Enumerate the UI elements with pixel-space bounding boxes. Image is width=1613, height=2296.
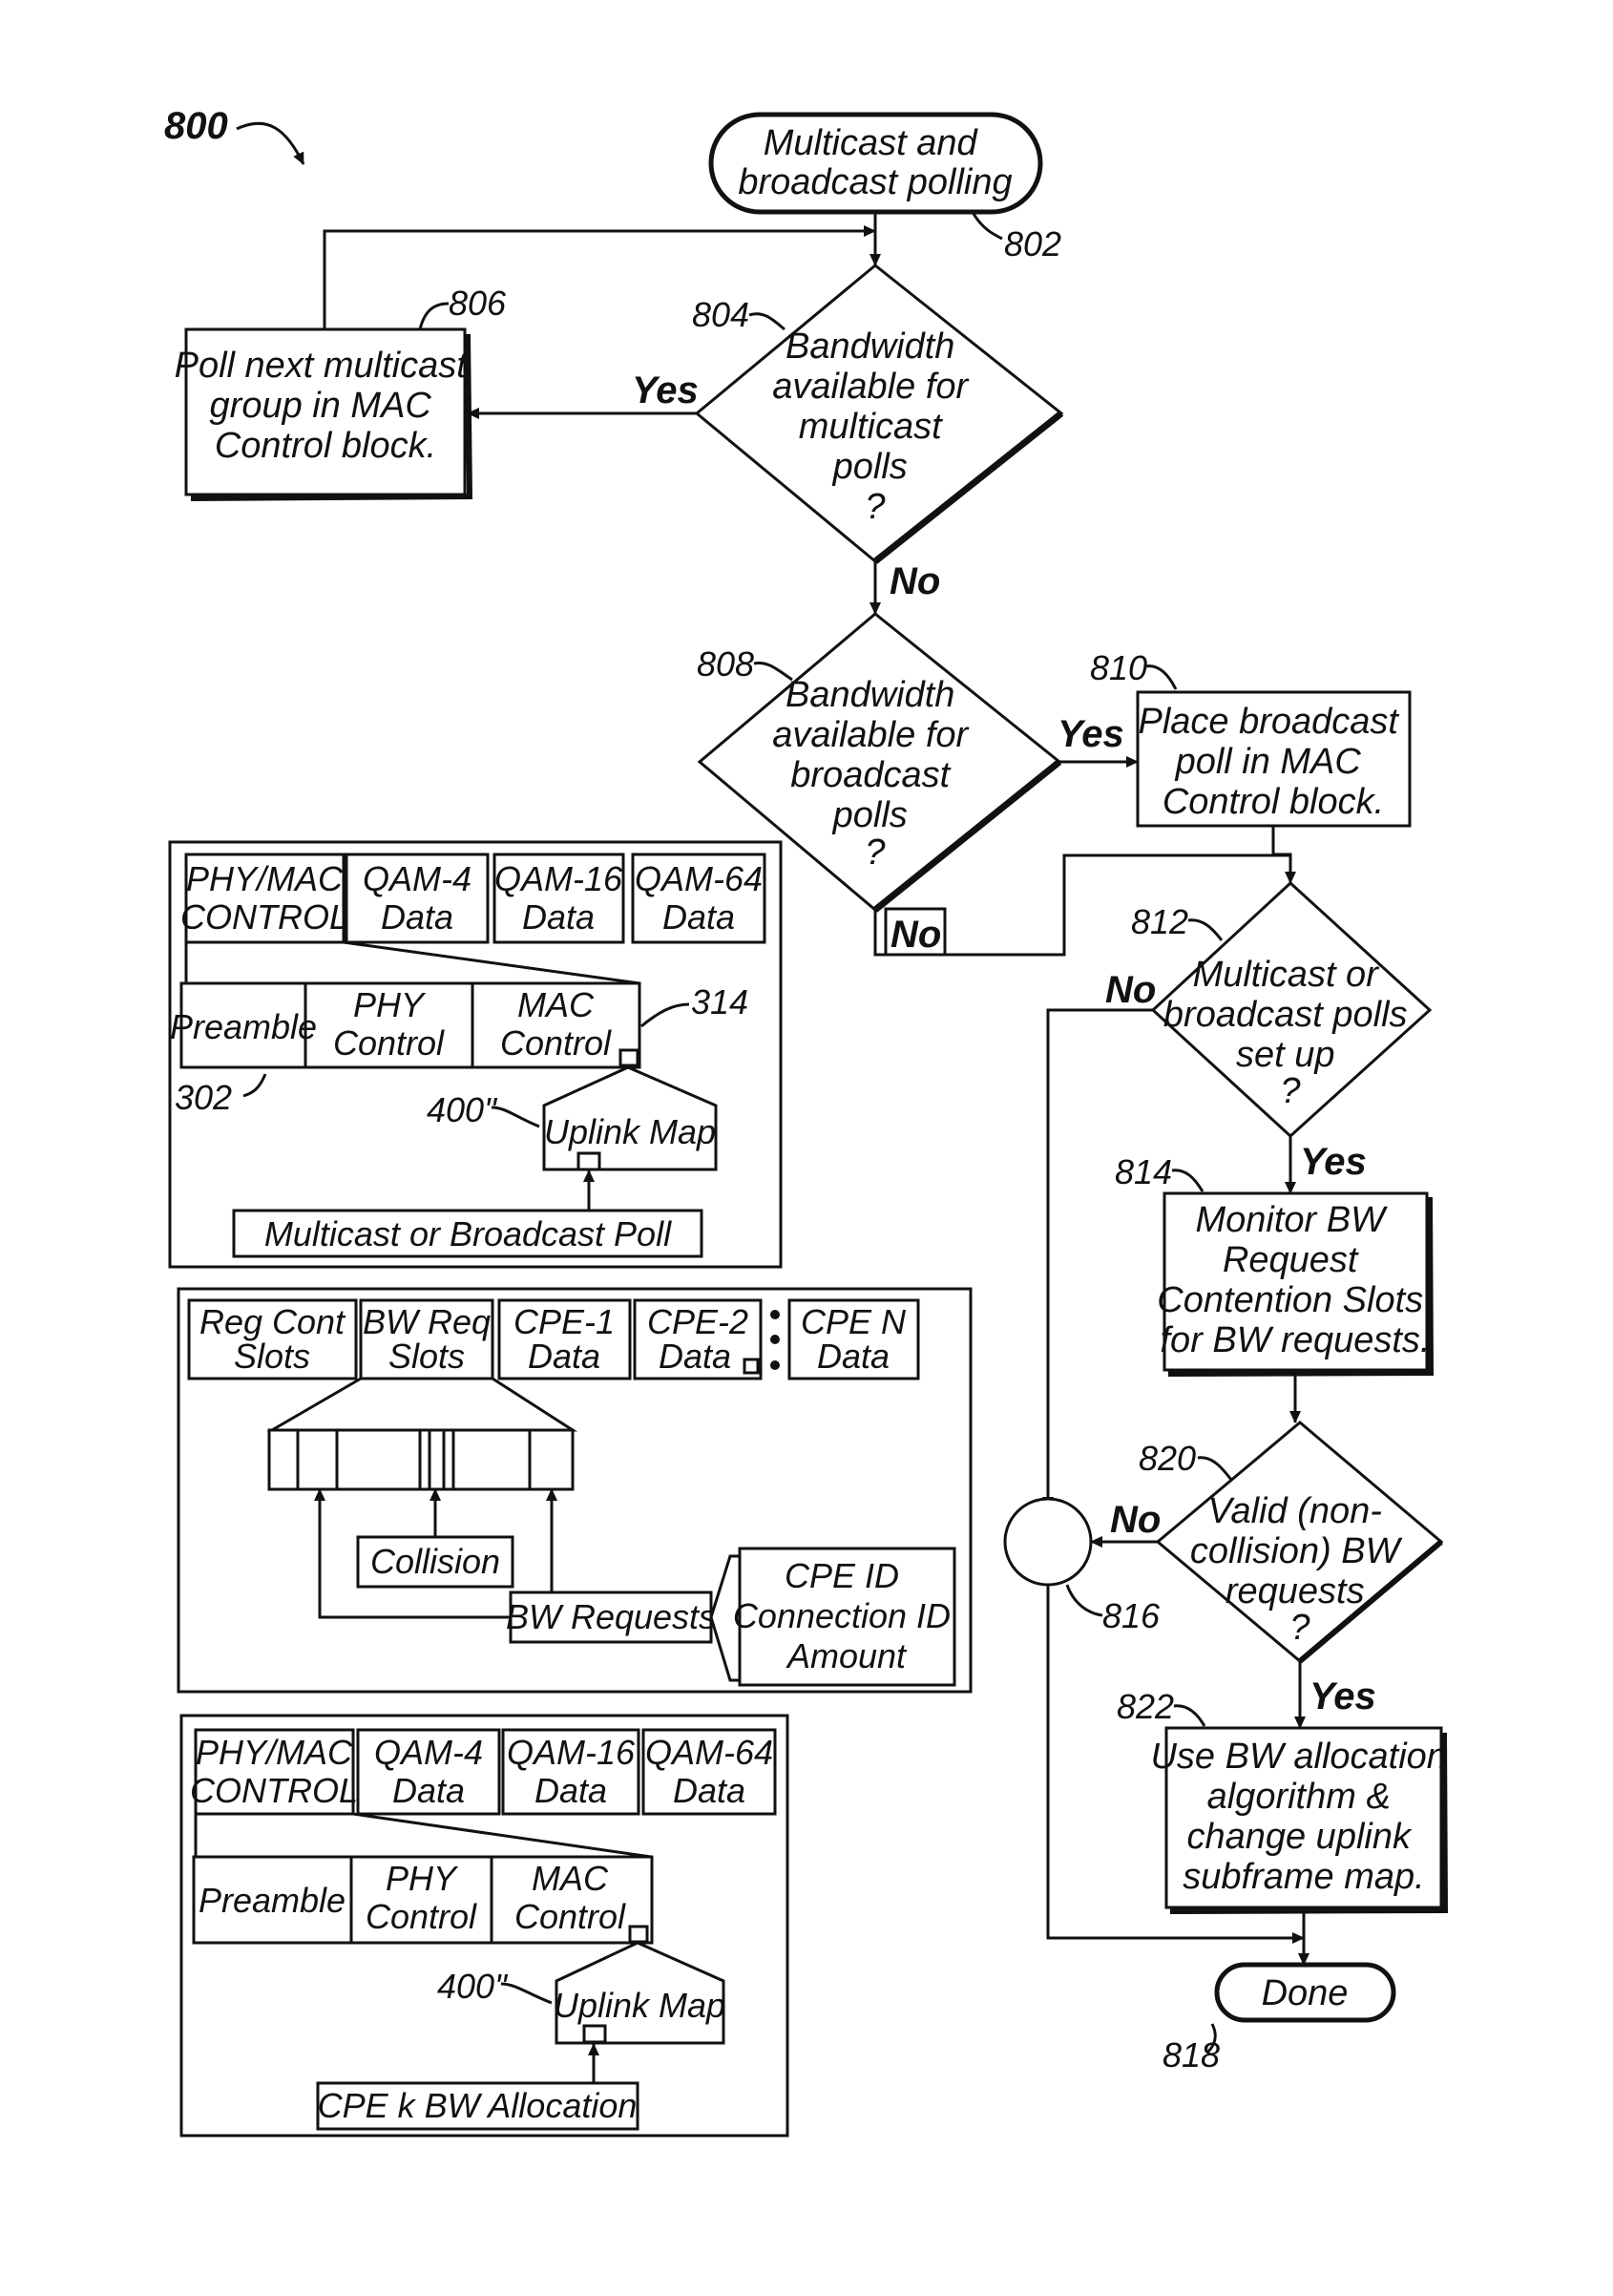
- process-822-text: Use BW allocation algorithm & change upl…: [1150, 1737, 1456, 1897]
- process-810-text: Place broadcast poll in MAC Control bloc…: [1138, 702, 1408, 822]
- ref-806: 806: [449, 284, 507, 323]
- ref-818: 818: [1163, 2035, 1220, 2075]
- p1-uplink-map: Uplink Map: [544, 1112, 716, 1151]
- start-label: Multicast and broadcast polling: [738, 123, 1012, 202]
- process-810: Place broadcast poll in MAC Control bloc…: [1090, 648, 1410, 826]
- no-812: No: [1105, 969, 1156, 1011]
- process-822: Use BW allocation algorithm & change upl…: [1117, 1687, 1457, 1911]
- ref-802: 802: [1004, 224, 1061, 263]
- decision-820: Valid (non- collision) BW requests ? 820: [1139, 1422, 1441, 1661]
- ref-820: 820: [1139, 1439, 1196, 1478]
- process-814-text: Monitor BW Request Contention Slots for …: [1157, 1200, 1433, 1360]
- p3-ref-400: 400": [437, 1967, 509, 2006]
- end-terminator: Done 818: [1163, 1965, 1393, 2075]
- end-label: Done: [1262, 1973, 1349, 2013]
- panel-bw-allocation: PHY/MACCONTROL QAM-4Data QAM-16Data QAM-…: [181, 1716, 787, 2136]
- p1-sub-0: Preamble: [170, 1007, 317, 1046]
- ref-822: 822: [1117, 1687, 1174, 1726]
- decision-820-text: Valid (non- collision) BW requests ?: [1190, 1491, 1410, 1648]
- p2-bw-requests: BW Requests: [506, 1597, 716, 1636]
- ref-814: 814: [1115, 1152, 1172, 1191]
- decision-812: Multicast or broadcast polls set up ? 81…: [1131, 883, 1430, 1136]
- panel-bw-request: Reg ContSlots BW ReqSlots CPE-1Data CPE-…: [178, 1289, 971, 1692]
- decision-804: Bandwidth available for multicast polls …: [692, 265, 1061, 561]
- ref-302: 302: [175, 1078, 232, 1117]
- yes-808: Yes: [1058, 713, 1124, 755]
- ref-810: 810: [1090, 648, 1147, 687]
- process-806: Poll next multicast group in MAC Control…: [175, 284, 507, 498]
- figure-label: 800: [164, 105, 304, 164]
- panel-multicast-poll: PHY/MACCONTROL QAM-4Data QAM-16Data QAM-…: [170, 842, 781, 1267]
- p2-collision: Collision: [370, 1542, 500, 1581]
- decision-812-text: Multicast or broadcast polls set up ?: [1163, 955, 1417, 1111]
- p3-alloc-label: CPE k BW Allocation: [318, 2086, 638, 2125]
- no-820: No: [1110, 1499, 1161, 1541]
- no-804: No: [890, 560, 940, 602]
- process-806-text: Poll next multicast group in MAC Control…: [175, 346, 477, 466]
- figure-number: 800: [164, 105, 228, 147]
- yes-812: Yes: [1300, 1141, 1367, 1183]
- p1-poll-label: Multicast or Broadcast Poll: [264, 1214, 672, 1253]
- p1-ref-400: 400": [427, 1090, 498, 1129]
- no-808: No: [890, 914, 941, 956]
- p1-cell-0: PHY/MACCONTROL: [180, 859, 348, 937]
- yes-820: Yes: [1309, 1675, 1376, 1717]
- process-814: Monitor BW Request Contention Slots for …: [1115, 1152, 1434, 1374]
- p3-uplink-map: Uplink Map: [554, 1986, 725, 2025]
- ref-816: 816: [1102, 1596, 1161, 1635]
- ref-314: 314: [691, 982, 748, 1022]
- p3-sub-0: Preamble: [199, 1881, 346, 1920]
- p3-cell-0: PHY/MACCONTROL: [190, 1733, 358, 1810]
- start-terminator: Multicast and broadcast polling 802: [711, 115, 1061, 263]
- p2-cell-2: CPE-1Data: [513, 1302, 615, 1376]
- ref-808: 808: [697, 644, 754, 684]
- yes-804: Yes: [632, 369, 699, 411]
- ref-804: 804: [692, 295, 749, 334]
- ref-812: 812: [1131, 902, 1188, 941]
